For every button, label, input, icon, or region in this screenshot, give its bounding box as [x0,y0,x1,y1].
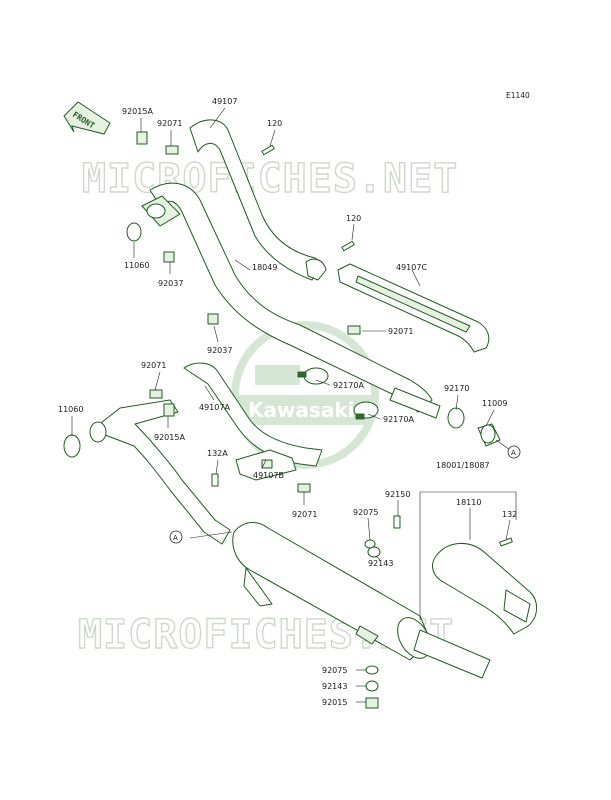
heat-shield-49107C [337,263,490,353]
bracket-92037-top [163,251,175,263]
clip-92071-left [149,389,163,399]
label-49107B: 49107B [253,471,284,480]
gasket-11060-left [63,434,81,458]
ref-a-left: A [169,530,183,544]
label-49107A: 49107A [199,403,230,412]
clamp-92170A-a [297,367,329,385]
clamp-92170 [447,407,465,429]
muffler-cover-18110 [432,543,537,635]
label-92015A-top: 92015A [122,107,153,116]
bolt-92150 [393,515,401,529]
clip-92071-low [297,483,311,493]
label-132A: 132A [207,449,228,458]
cap-92143-bot [365,680,379,692]
diagram-code: E1140 [506,91,530,100]
label-18049: 18049 [252,263,277,272]
label-92071-left: 92071 [141,361,166,370]
label-132: 132 [502,510,517,519]
bolt-132A [211,473,219,487]
label-18001-18087: 18001/18087 [436,461,490,470]
bolt-132 [499,537,513,547]
cap-92015-bot [365,697,379,709]
watermark-top: MICROFICHES.NET [82,156,458,202]
clip-92071-mid [347,325,361,335]
lower-exhaust-pipe [89,399,231,545]
label-92015A-left: 92015A [154,433,185,442]
clip-92071-top [165,145,179,155]
svg-text:A: A [511,449,516,457]
upper-exhaust-pipe [149,182,441,419]
bracket-92037-mid [207,313,219,325]
heat-shield-49107A [183,362,323,467]
part-labels: 92015A 92071 49107 120 11060 92037 18049… [58,97,517,707]
kawasaki-logo-text: Kawasaki [248,398,355,422]
sleeve-11009 [477,423,501,447]
heat-shield-49107 [189,119,327,281]
washer-92075-bot [365,665,379,675]
label-18110: 18110 [456,498,481,507]
label-120-top: 120 [267,119,282,128]
label-92170A-a: 92170A [333,381,364,390]
label-92170: 92170 [444,384,469,393]
ref-a-right: A [507,445,521,459]
label-92071-mid: 92071 [388,327,413,336]
label-49107: 49107 [212,97,237,106]
bolt-120-top [261,144,275,156]
label-92071-top: 92071 [157,119,182,128]
label-92015-bot: 92015 [322,698,347,707]
svg-text:A: A [173,534,178,542]
cap-92015A-left [163,403,175,417]
clamp-92170A-b [353,401,379,420]
label-11060-top: 11060 [124,261,149,270]
bolt-120-mid [341,240,355,252]
label-120-mid: 120 [346,214,361,223]
label-11009: 11009 [482,399,507,408]
front-arrow-icon: FRONT [63,101,111,135]
label-92143-bot: 92143 [322,682,347,691]
gasket-11060-top [126,222,142,242]
label-92071-low: 92071 [292,510,317,519]
label-11060-left: 11060 [58,405,83,414]
label-92037-mid: 92037 [207,346,232,355]
cap-92143-mid [367,546,381,558]
upper-flange [141,195,181,227]
label-92037-top: 92037 [158,279,183,288]
heat-shield-49107B [235,449,297,481]
muffler [232,522,491,679]
label-49107C: 49107C [396,263,427,272]
leader-lines [71,107,517,703]
label-92143-mid: 92143 [368,559,393,568]
label-92150: 92150 [385,490,410,499]
label-92170A-b: 92170A [383,415,414,424]
label-92075-bot: 92075 [322,666,347,675]
cap-92015A-top [136,131,148,145]
label-92075-mid: 92075 [353,508,378,517]
